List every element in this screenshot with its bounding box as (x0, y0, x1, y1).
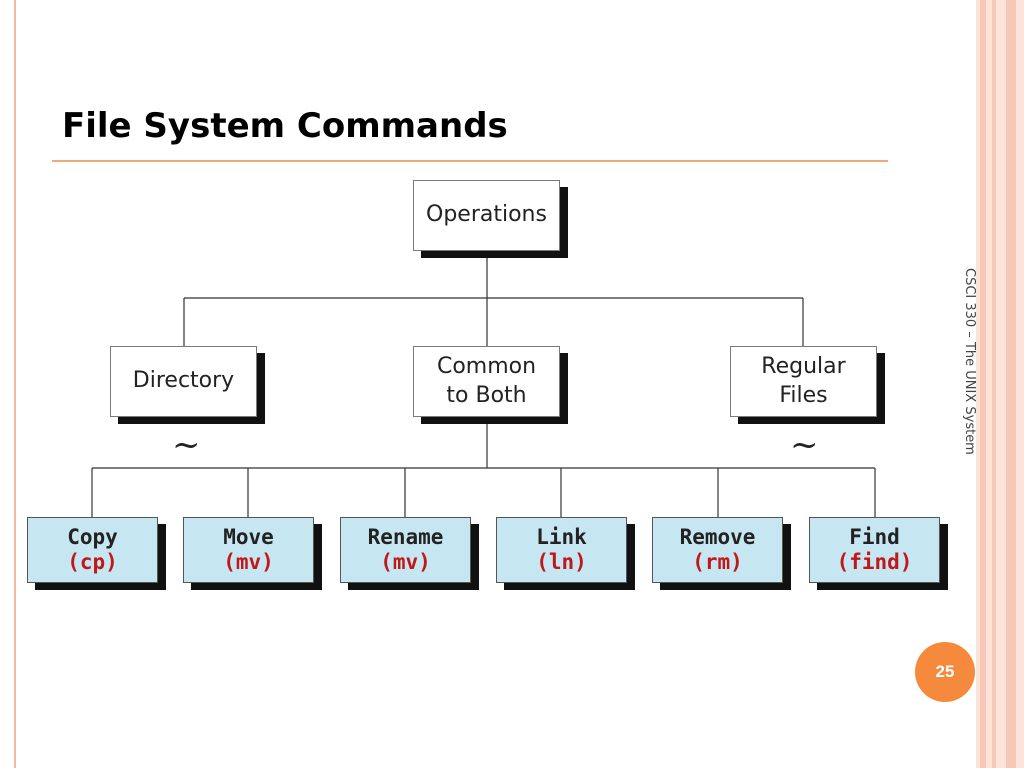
course-label: CSCI 330 – The UNIX System (962, 268, 977, 455)
command-remove-name: Remove (679, 524, 756, 549)
command-move-code: (mv) (223, 550, 274, 574)
command-link: Link (ln) (496, 517, 627, 583)
command-rename: Rename (mv) (340, 517, 471, 583)
right-frame-border (976, 0, 1024, 768)
command-move: Move (mv) (183, 517, 314, 583)
regular-files-tilde: ~ (790, 425, 819, 465)
command-find-code: (find) (836, 550, 913, 574)
command-copy: Copy (cp) (27, 517, 158, 583)
command-copy-code: (cp) (67, 550, 118, 574)
directory-tilde: ~ (172, 425, 201, 465)
command-find: Find (find) (809, 517, 940, 583)
command-link-code: (ln) (536, 550, 587, 574)
directory-node: Directory (110, 346, 257, 417)
regular-files-node: Regular Files (730, 346, 877, 417)
operations-node: Operations (413, 180, 560, 251)
command-link-name: Link (536, 524, 587, 549)
directory-label: Directory (132, 368, 235, 394)
title-underline (52, 160, 888, 162)
slide-title: File System Commands (62, 106, 508, 146)
regular-label-line1: Regular (761, 353, 846, 379)
left-frame-border (0, 0, 16, 768)
command-rename-code: (mv) (380, 550, 431, 574)
command-rename-name: Rename (367, 524, 444, 549)
page-number-badge: 25 (915, 642, 975, 702)
command-remove-code: (rm) (692, 550, 743, 574)
regular-label-line2: Files (779, 382, 828, 408)
command-move-name: Move (223, 524, 274, 549)
operations-label: Operations (426, 202, 547, 228)
command-copy-name: Copy (67, 524, 118, 549)
common-to-both-node: Common to Both (413, 346, 560, 417)
common-label-line2: to Both (446, 382, 527, 408)
command-find-name: Find (849, 524, 900, 549)
common-label-line1: Common (436, 353, 537, 379)
command-remove: Remove (rm) (652, 517, 783, 583)
